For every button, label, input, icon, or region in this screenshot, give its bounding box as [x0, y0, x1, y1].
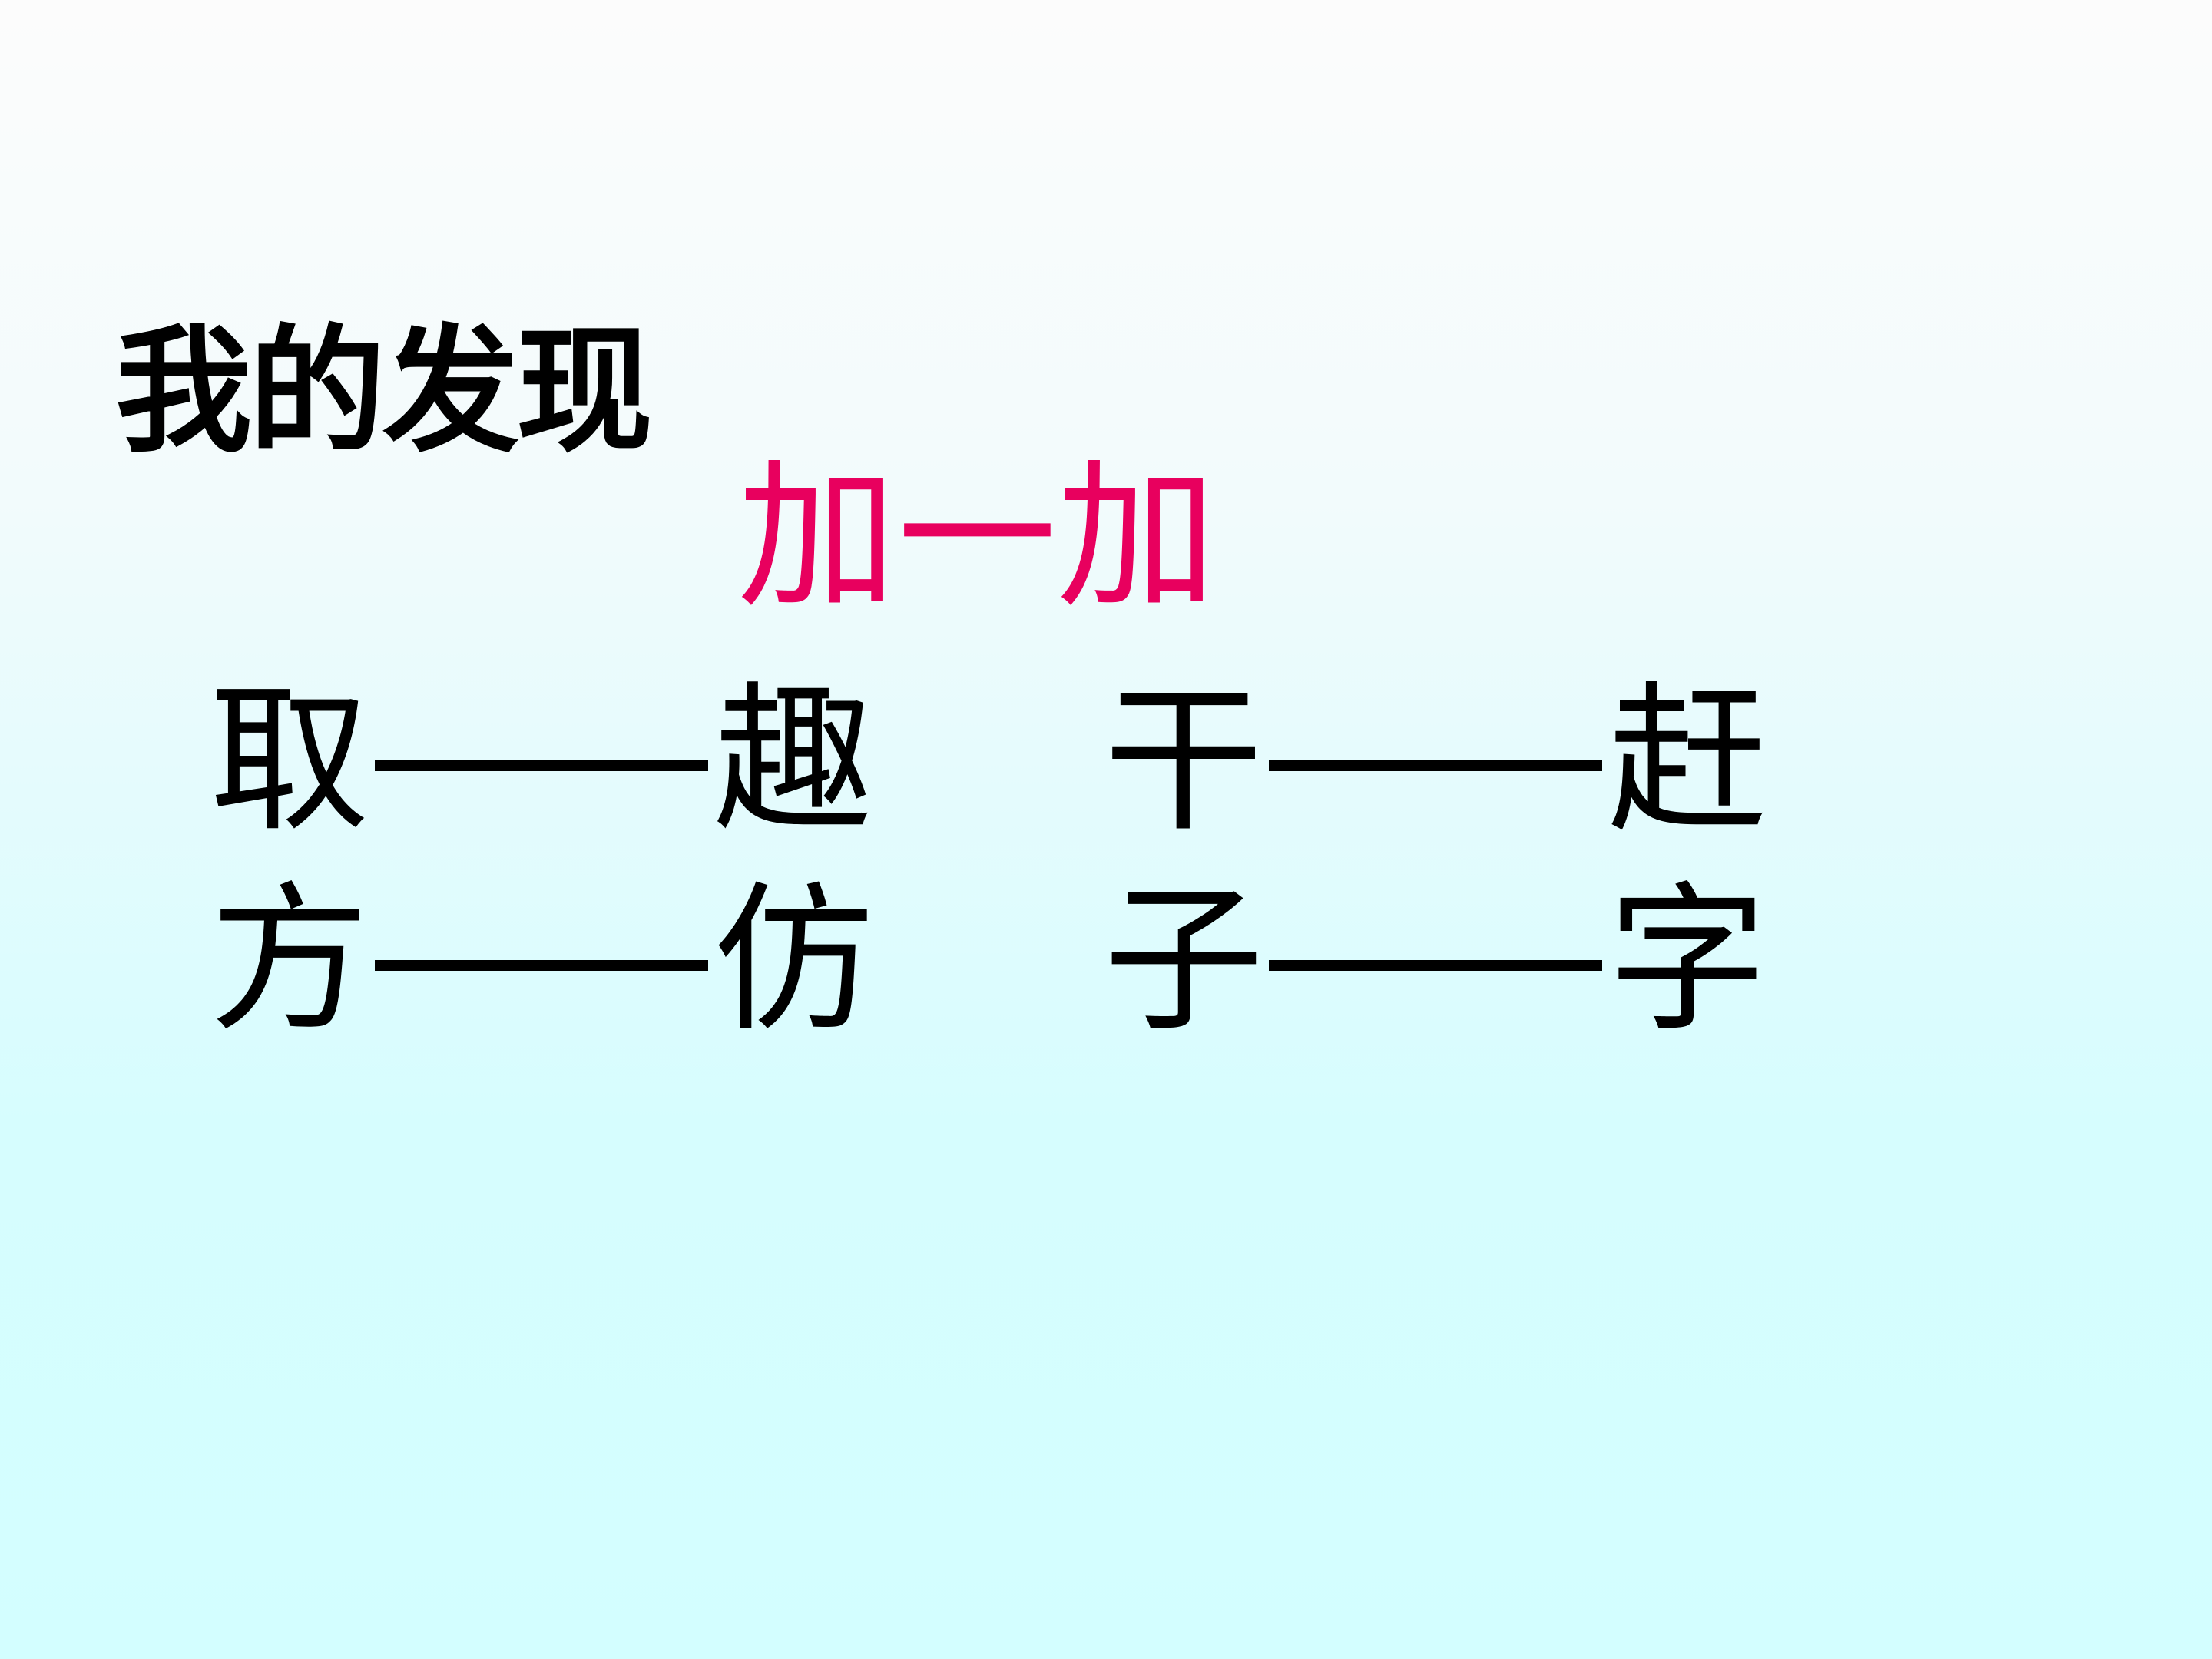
- result-character: 趣: [714, 668, 873, 854]
- result-character: 仿: [714, 868, 873, 1054]
- connector-dash: [375, 960, 708, 971]
- character-pair: 取 趣: [209, 680, 874, 842]
- connector-dash: [1269, 760, 1602, 771]
- connector-dash: [1269, 960, 1602, 971]
- slide-heading: 我的发现: [115, 310, 653, 471]
- character-pair: 干 赶: [1103, 680, 1768, 842]
- slide-subtitle: 加一加: [737, 445, 1217, 631]
- base-character: 干: [1104, 668, 1263, 854]
- result-character: 赶: [1608, 668, 1767, 854]
- character-pair: 子 字: [1103, 880, 1768, 1041]
- base-character: 子: [1104, 868, 1263, 1054]
- base-character: 方: [210, 868, 369, 1054]
- character-pair: 方 仿: [209, 880, 874, 1041]
- base-character: 取: [210, 668, 369, 854]
- connector-dash: [375, 760, 708, 771]
- result-character: 字: [1608, 868, 1767, 1054]
